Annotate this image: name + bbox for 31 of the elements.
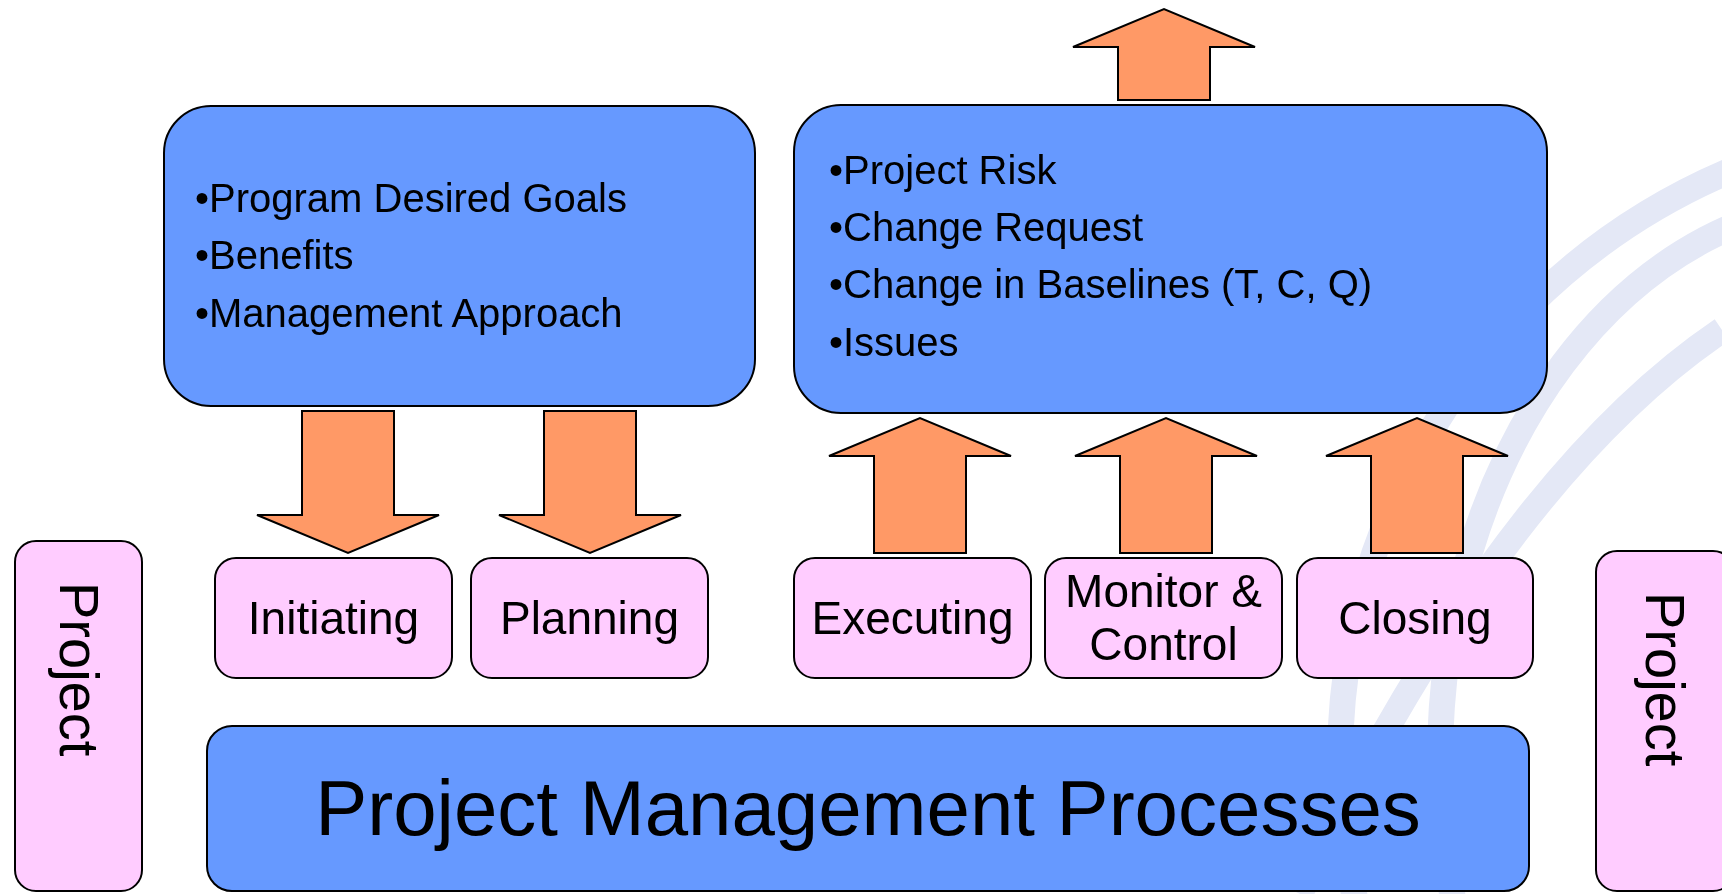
block-arrow — [256, 410, 440, 555]
block-arrow — [498, 410, 682, 555]
phase-box — [1296, 557, 1534, 679]
block-arrow — [1072, 7, 1256, 101]
phase-box — [793, 557, 1032, 679]
bullet-item: •Benefits — [195, 232, 355, 280]
phase-label: Initiating — [247, 591, 420, 645]
block-arrow — [828, 416, 1012, 554]
block-arrow — [1074, 416, 1258, 554]
banner-box — [206, 725, 1530, 892]
info-box — [163, 105, 756, 407]
bullet-item: •Project Risk — [829, 147, 1058, 194]
bullet-item: •Issues — [829, 318, 960, 366]
phase-box — [1044, 557, 1283, 679]
banner-title: Project Management Processes — [315, 763, 1421, 854]
info-box — [793, 104, 1548, 414]
side-tab — [1595, 550, 1722, 892]
bullet-item: •Change Request — [829, 204, 1145, 252]
phase-box — [470, 557, 709, 679]
bullet-item: •Program Desired Goals — [195, 175, 628, 223]
side-tab — [14, 540, 143, 892]
side-label: Project — [1633, 592, 1698, 767]
bullet-item: •Management Approach — [195, 289, 624, 337]
phase-box — [214, 557, 453, 679]
bullet-item: •Change in Baselines (T, C, Q) — [829, 261, 1374, 309]
side-label: Project — [46, 582, 111, 757]
phase-label: Executing — [811, 591, 1014, 645]
block-arrow — [1325, 416, 1509, 554]
phase-label: Monitor & Control — [1064, 565, 1263, 671]
phase-label: Closing — [1338, 591, 1492, 645]
phase-label: Planning — [499, 591, 679, 645]
